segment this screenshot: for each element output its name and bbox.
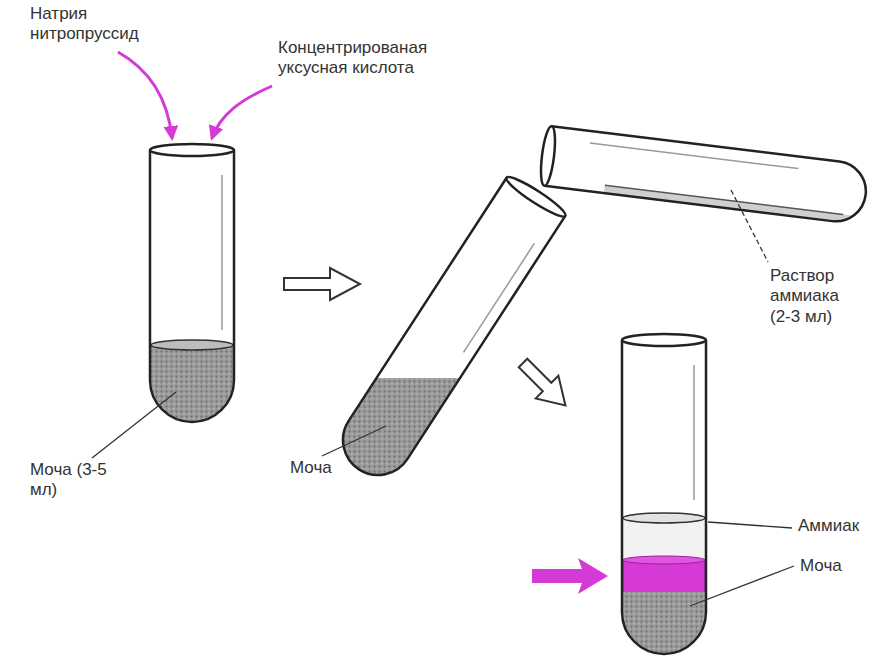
- test-tube: [150, 144, 234, 422]
- test-tube: [87, 82, 743, 658]
- test-tube: [538, 125, 879, 229]
- pointer-arrow: [532, 558, 608, 594]
- layer-label: Моча: [800, 556, 880, 576]
- sample-label: Моча (3-5 мл): [30, 460, 108, 501]
- step-arrow: [284, 268, 360, 300]
- sample-label: Моча: [290, 458, 360, 478]
- reagent-arrow: [118, 52, 272, 138]
- reagent-label: Концентрированая уксусная кислота: [278, 38, 453, 79]
- step-arrow: [512, 352, 577, 417]
- test-tube: [622, 334, 706, 654]
- leader-line: [92, 190, 794, 606]
- layer-label: Аммиак: [798, 516, 883, 536]
- reagent-label: Раствор аммиака (2-3 мл): [770, 266, 860, 327]
- reagent-label: Натрия нитропруссид: [30, 4, 160, 45]
